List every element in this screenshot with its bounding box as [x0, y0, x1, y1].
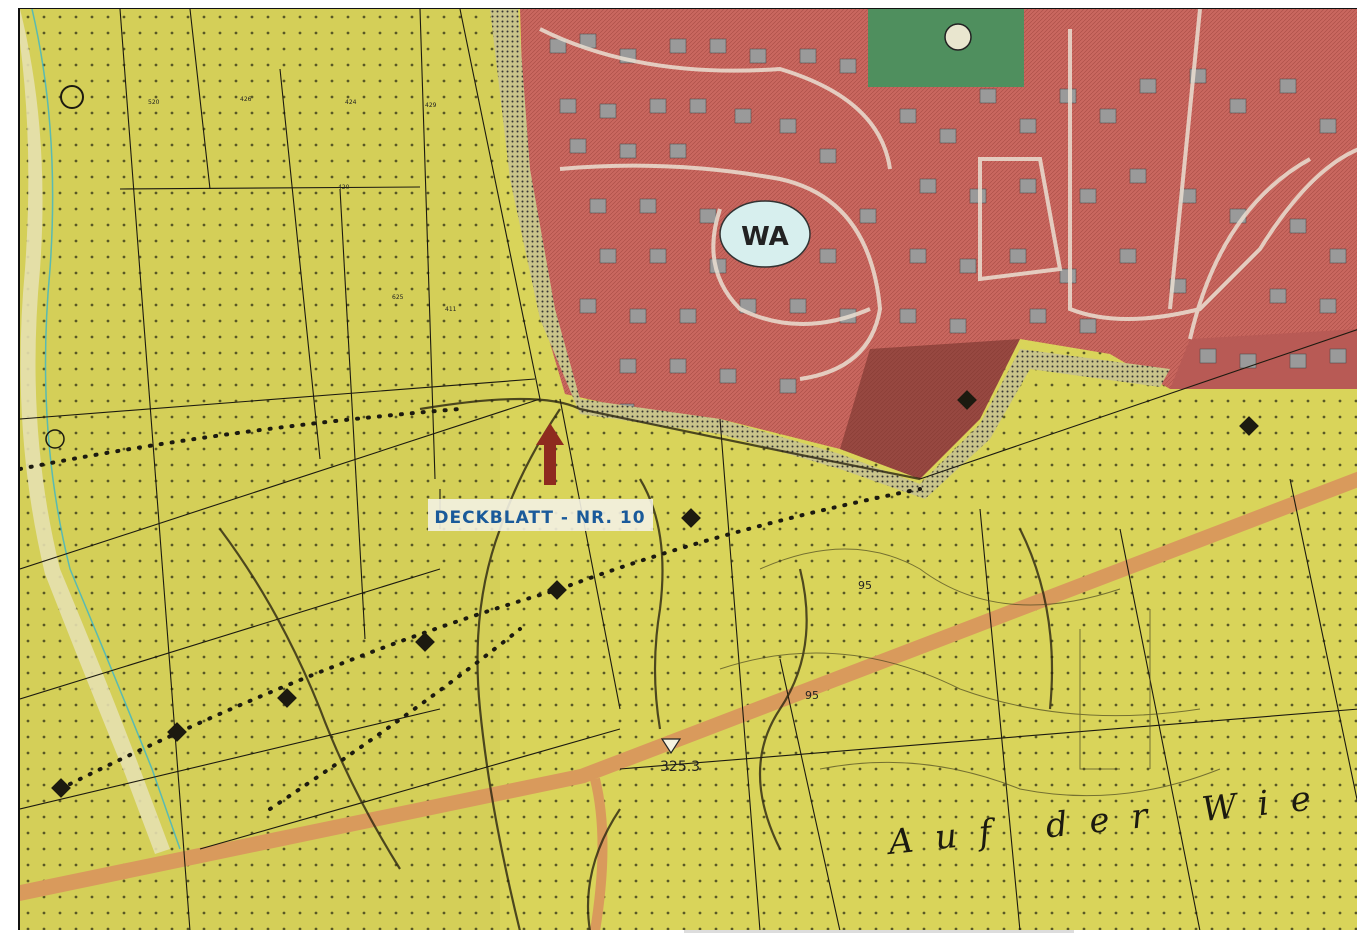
spot-height-label: 325.3 — [660, 759, 700, 775]
zone-label: WA — [741, 222, 789, 252]
spot-height-icon — [660, 738, 682, 755]
dotted-paths — [20, 407, 922, 811]
parcel-label: 424 — [345, 99, 357, 106]
marker-icon — [45, 429, 65, 449]
bottom-scale-bar — [684, 930, 1074, 933]
residential-block-east — [1170, 329, 1357, 389]
park-marker-icon — [944, 23, 972, 51]
overlay-label: DECKBLATT - NR. 10 — [434, 508, 645, 528]
location-arrow-icon — [536, 423, 564, 485]
parcel-lines — [20, 9, 1357, 931]
ditch-lines — [219, 397, 1054, 931]
map-frame: WA — [18, 8, 1357, 931]
contour-label: 95 — [805, 689, 819, 702]
parcel-label: 520 — [148, 99, 160, 106]
parcel-label: 625 — [392, 294, 404, 301]
parcel-label: 429 — [425, 102, 437, 109]
creek — [20, 9, 170, 854]
residential-streets — [539, 9, 1357, 381]
residential-shadow — [840, 339, 1020, 479]
residential-area — [520, 9, 1357, 479]
map-canvas[interactable]: WA — [20, 9, 1357, 931]
contour-lines — [719, 548, 1221, 797]
main-road — [20, 471, 1357, 901]
parcel-label: 426 — [240, 96, 252, 103]
bottom-margin — [0, 930, 1357, 940]
creek-edge — [31, 9, 181, 850]
parcel-label: 420 — [338, 184, 350, 191]
contour-label: 95 — [858, 579, 872, 592]
south-road — [590, 777, 608, 931]
marker-icon — [60, 85, 84, 109]
zone-oval — [719, 200, 811, 268]
park-area — [868, 9, 1024, 87]
overlay-label-box — [428, 499, 653, 531]
parcel-label: 411 — [445, 306, 457, 313]
